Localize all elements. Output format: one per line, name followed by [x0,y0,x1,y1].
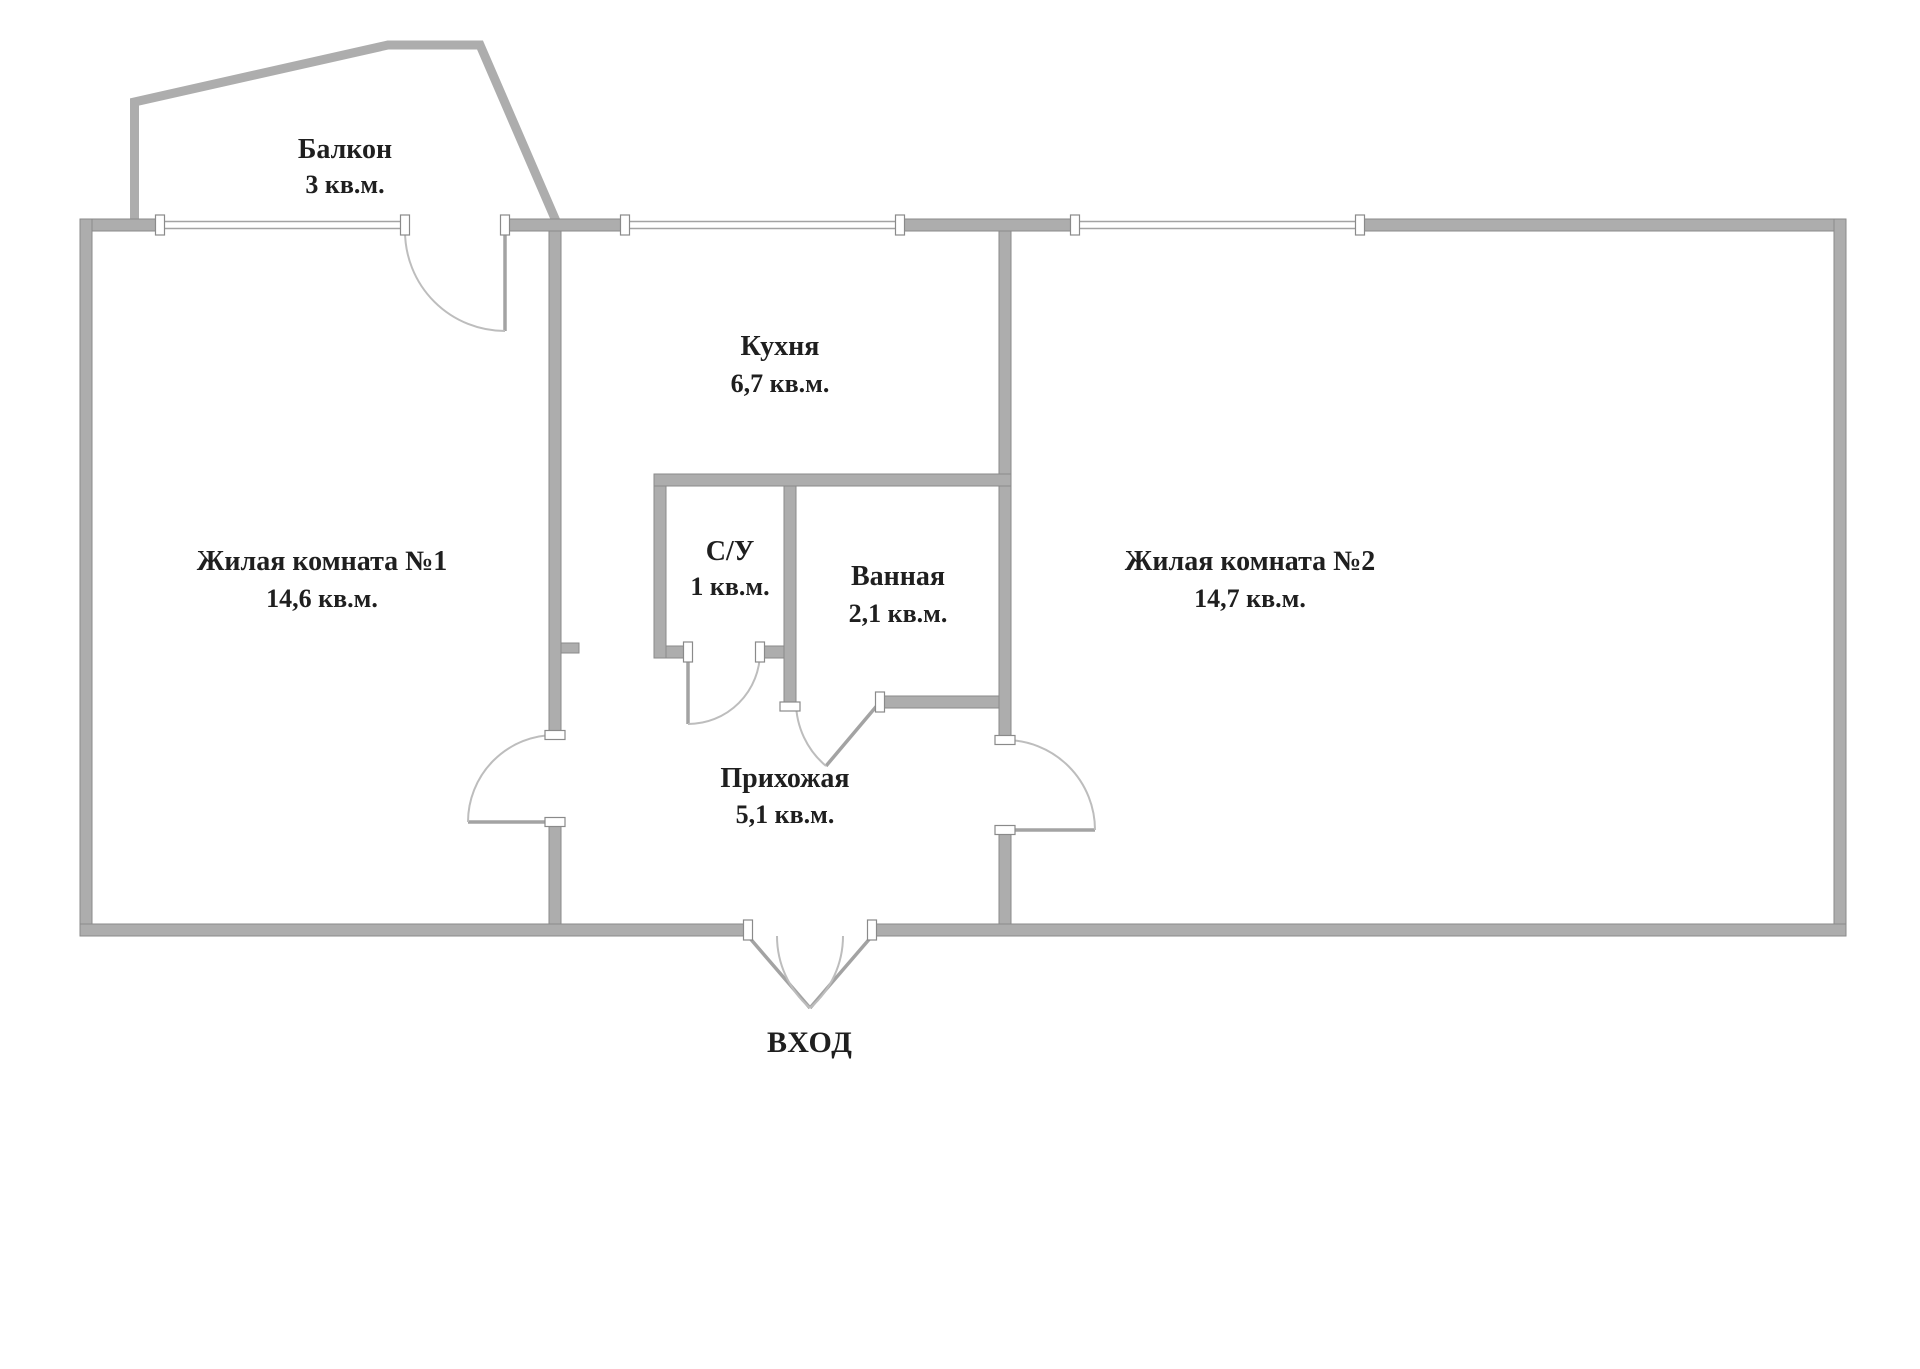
cap-top-2 [399,214,411,236]
label-bathroom-area: 2,1 кв.м. [849,599,948,628]
door-arc-entrance-right [776,935,811,1009]
label-room1-area: 14,6 кв.м. [266,584,378,613]
door-leaf-bathroom [824,700,882,768]
cap-room1-door-bottom [544,816,566,828]
balcony-parapet-wall [130,40,561,223]
label-entrance: ВХОД [767,1026,853,1059]
wall-room1-lower [548,821,562,925]
cap-top-6 [1069,214,1081,236]
label-toilet-area: 1 кв.м. [690,572,769,601]
wall-toilet-bathroom-divider [783,485,797,709]
label-kitchen-name: Кухня [741,331,820,362]
window-room1 [159,220,406,230]
wall-room1-upper [548,230,562,736]
label-room2-area: 14,7 кв.м. [1194,584,1306,613]
wall-room1-stub [560,642,580,654]
outer-wall-bottom-seg1 [79,923,749,937]
wall-bathroom-bottom [879,695,1000,709]
label-kitchen-area: 6,7 кв.м. [731,369,830,398]
wall-sanitary-top [653,473,1012,487]
door-arc-balcony [404,230,506,332]
label-balcony-name: Балкон [298,134,392,165]
outer-wall-bottom-seg2 [871,923,1847,937]
door-leaf-entrance-left [746,934,812,1010]
outer-wall-top-seg4 [1359,218,1847,232]
cap-top-7 [1354,214,1366,236]
door-arc-toilet [687,651,761,725]
label-hallway-area: 5,1 кв.м. [736,800,835,829]
label-toilet-name: С/У [706,536,755,567]
label-balcony-area: 3 кв.м. [305,170,384,199]
window-kitchen [624,220,901,230]
outer-wall-top-seg2 [504,218,626,232]
window-room2 [1074,220,1361,230]
door-arc-room1 [467,734,556,823]
label-hallway-name: Прихожая [720,763,849,794]
label-room2-name: Жилая комната №2 [1125,546,1376,577]
cap-top-4 [619,214,631,236]
cap-top-3 [499,214,511,236]
cap-room1-door-top [544,729,566,741]
cap-room2-door-bottom [994,824,1016,836]
outer-wall-top-seg3 [899,218,1076,232]
cap-divider-bottom [779,701,801,712]
door-arc-room2 [1004,739,1096,831]
cap-entrance-right [866,919,878,941]
cap-toilet-door-right [754,641,766,663]
wall-room2-lower [998,829,1012,925]
door-leaf-entrance-right [808,934,874,1010]
wall-toilet-left [653,485,667,659]
door-arc-entrance-left [809,935,844,1009]
outer-wall-right [1833,218,1847,937]
cap-room2-door-top [994,734,1016,746]
label-bathroom-name: Ванная [851,561,945,592]
cap-entrance-left [742,919,754,941]
cap-top-5 [894,214,906,236]
cap-bathroom-door-right [874,691,886,713]
outer-wall-left [79,218,93,937]
cap-top-1 [154,214,166,236]
cap-toilet-door-left [682,641,694,663]
label-room1-name: Жилая комната №1 [197,546,448,577]
